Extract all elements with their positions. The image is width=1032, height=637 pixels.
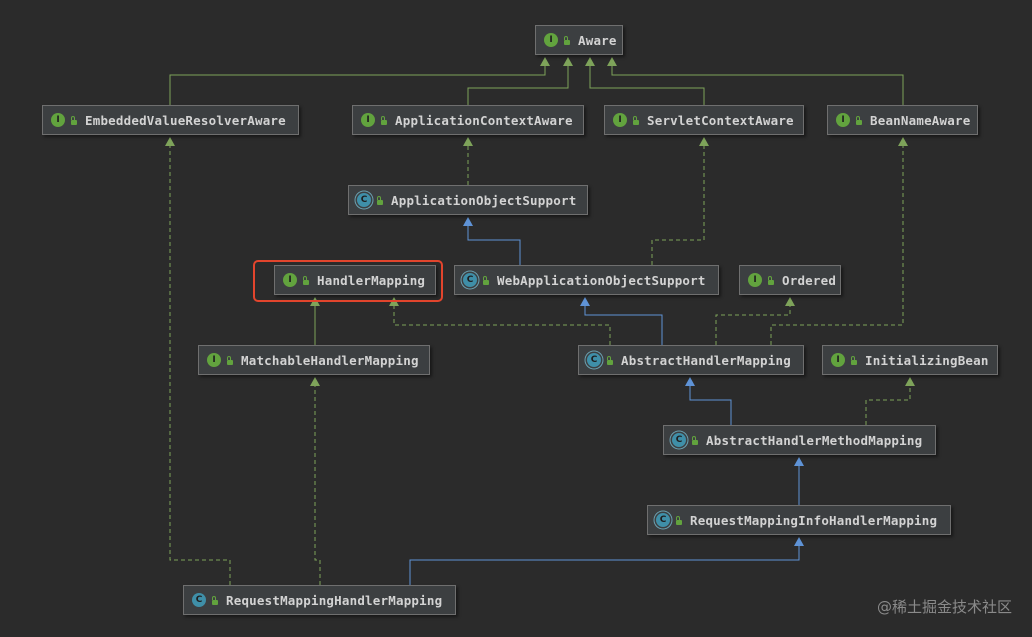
edge-sca-aware <box>585 57 705 105</box>
node-label: AbstractHandlerMethodMapping <box>706 432 923 448</box>
interface-icon: I <box>283 273 297 287</box>
lock-icon <box>676 516 682 525</box>
node-web-application-object-support[interactable]: C WebApplicationObjectSupport <box>454 265 719 295</box>
arrowhead <box>607 57 617 66</box>
interface-icon: I <box>836 113 850 127</box>
node-servlet-context-aware[interactable]: I ServletContextAware <box>604 105 804 135</box>
arrowhead <box>540 57 550 66</box>
arrowhead <box>563 57 573 66</box>
lock-icon <box>212 596 218 605</box>
node-abstract-handler-mapping[interactable]: C AbstractHandlerMapping <box>578 345 804 375</box>
abstract-class-icon: C <box>357 193 371 207</box>
watermark: @稀土掘金技术社区 <box>876 598 1012 616</box>
lock-icon <box>607 356 613 365</box>
interface-icon: I <box>361 113 375 127</box>
node-matchable-handler-mapping[interactable]: I MatchableHandlerMapping <box>198 345 430 375</box>
node-embedded-value-resolver-aware[interactable]: I EmbeddedValueResolverAware <box>42 105 299 135</box>
interface-icon: I <box>207 353 221 367</box>
node-label: InitializingBean <box>865 352 989 368</box>
arrowhead <box>310 377 320 386</box>
lock-icon <box>381 116 387 125</box>
interface-icon: I <box>613 113 627 127</box>
edge-rmhm-mhm <box>310 377 321 585</box>
node-label: HandlerMapping <box>317 272 426 288</box>
lock-icon <box>227 356 233 365</box>
lock-icon <box>851 356 857 365</box>
handlermapping-highlight-box <box>253 260 443 302</box>
node-request-mapping-info-handler-mapping[interactable]: C RequestMappingInfoHandlerMapping <box>647 505 951 535</box>
edge-ahm-ord <box>715 297 795 345</box>
lock-icon <box>483 276 489 285</box>
arrowhead <box>685 377 695 386</box>
edge-ahm-bna <box>770 137 908 345</box>
node-label: WebApplicationObjectSupport <box>497 272 706 288</box>
node-handler-mapping[interactable]: I HandlerMapping <box>274 265 436 295</box>
interface-icon: I <box>831 353 845 367</box>
arrowhead <box>898 137 908 146</box>
abstract-class-icon: C <box>656 513 670 527</box>
node-application-object-support[interactable]: C ApplicationObjectSupport <box>348 185 588 215</box>
lock-icon <box>633 116 639 125</box>
arrowhead <box>905 377 915 386</box>
lock-icon <box>856 116 862 125</box>
lock-icon <box>377 196 383 205</box>
node-label: MatchableHandlerMapping <box>241 352 419 368</box>
node-label: BeanNameAware <box>870 112 971 128</box>
arrowhead <box>585 57 595 66</box>
node-label: Ordered <box>782 272 837 288</box>
edge-rmhm-rmihm <box>409 537 804 585</box>
lock-icon <box>564 36 570 45</box>
node-aware[interactable]: I Aware <box>535 25 623 55</box>
node-label: RequestMappingHandlerMapping <box>226 592 443 608</box>
edge-ahm-waos <box>580 297 663 345</box>
node-label: ApplicationContextAware <box>395 112 573 128</box>
node-label: Aware <box>578 32 617 48</box>
node-label: RequestMappingInfoHandlerMapping <box>690 512 938 528</box>
class-icon: C <box>192 593 206 607</box>
lock-icon <box>768 276 774 285</box>
edge-aos-aca <box>463 137 473 185</box>
abstract-class-icon: C <box>587 353 601 367</box>
arrowhead <box>165 137 175 146</box>
arrowhead <box>794 537 804 546</box>
edge-bna-aware <box>607 57 904 105</box>
arrowhead <box>463 137 473 146</box>
abstract-class-icon: C <box>672 433 686 447</box>
interface-icon: I <box>544 33 558 47</box>
arrowhead <box>463 217 473 226</box>
arrowhead <box>580 297 590 306</box>
node-label: AbstractHandlerMapping <box>621 352 791 368</box>
edge-waos-aos <box>463 217 521 265</box>
node-label: ServletContextAware <box>647 112 794 128</box>
lock-icon <box>303 276 309 285</box>
edge-rmihm-ahmm <box>794 457 804 505</box>
edge-mhm-hm <box>310 297 320 345</box>
node-label: ApplicationObjectSupport <box>391 192 577 208</box>
node-application-context-aware[interactable]: I ApplicationContextAware <box>352 105 584 135</box>
node-ordered[interactable]: I Ordered <box>739 265 841 295</box>
edge-rmhm-evra <box>165 137 231 585</box>
edge-ahmm-ahm <box>685 377 732 425</box>
interface-icon: I <box>748 273 762 287</box>
edge-evra-aware <box>169 57 550 105</box>
node-label: EmbeddedValueResolverAware <box>85 112 286 128</box>
node-abstract-handler-method-mapping[interactable]: C AbstractHandlerMethodMapping <box>663 425 936 455</box>
edge-ahm-hm <box>389 297 611 345</box>
edge-ahmm-ib <box>865 377 915 425</box>
arrowhead <box>699 137 709 146</box>
edge-waos-sca <box>651 137 709 265</box>
node-initializing-bean[interactable]: I InitializingBean <box>822 345 998 375</box>
node-bean-name-aware[interactable]: I BeanNameAware <box>827 105 978 135</box>
arrowhead <box>794 457 804 466</box>
arrowhead <box>785 297 795 306</box>
interface-icon: I <box>51 113 65 127</box>
lock-icon <box>692 436 698 445</box>
abstract-class-icon: C <box>463 273 477 287</box>
lock-icon <box>71 116 77 125</box>
edge-aca-aware <box>467 57 573 105</box>
node-request-mapping-handler-mapping[interactable]: C RequestMappingHandlerMapping <box>183 585 456 615</box>
